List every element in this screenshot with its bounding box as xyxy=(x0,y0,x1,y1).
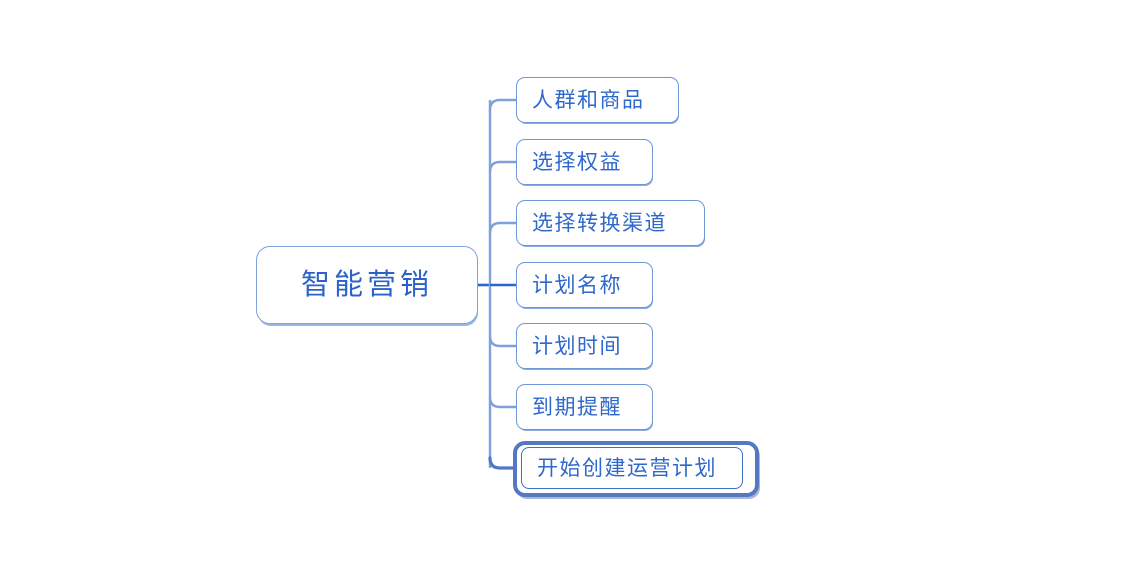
node-select-benefits[interactable]: 选择权益 xyxy=(516,139,653,185)
node-label: 选择转换渠道 xyxy=(532,211,667,235)
root-node-label: 智能营销 xyxy=(300,268,433,301)
node-plan-name[interactable]: 计划名称 xyxy=(516,262,653,308)
root-node-smart-marketing[interactable]: 智能营销 xyxy=(256,246,478,324)
node-label: 到期提醒 xyxy=(532,395,622,419)
node-label: 计划时间 xyxy=(532,334,622,358)
node-label: 选择权益 xyxy=(532,150,622,174)
node-plan-time[interactable]: 计划时间 xyxy=(516,323,653,369)
node-label: 开始创建运营计划 xyxy=(537,456,717,480)
node-label: 计划名称 xyxy=(532,273,622,297)
node-expiry-reminder[interactable]: 到期提醒 xyxy=(516,384,653,430)
node-audience-and-products[interactable]: 人群和商品 xyxy=(516,77,679,123)
node-select-conversion-channel[interactable]: 选择转换渠道 xyxy=(516,200,705,246)
node-start-creating-operation-plan[interactable]: 开始创建运营计划 xyxy=(521,447,743,489)
node-label: 人群和商品 xyxy=(532,88,645,112)
